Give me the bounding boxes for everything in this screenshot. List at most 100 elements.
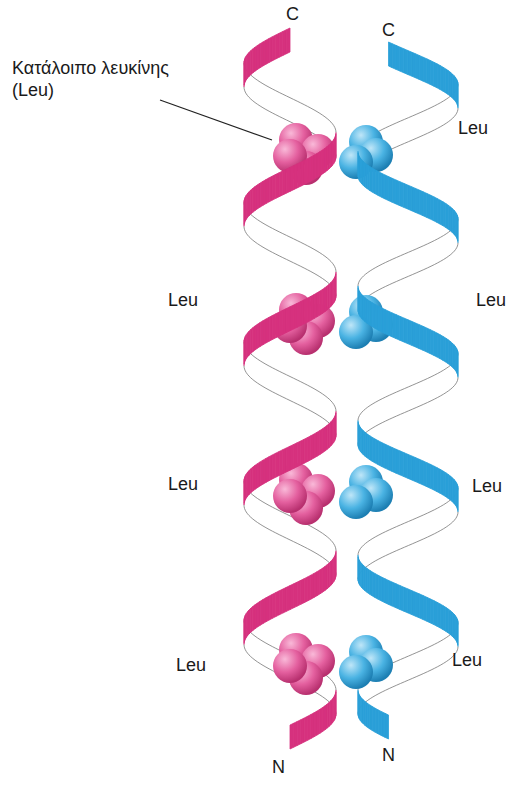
helix-edge [386, 530, 390, 556]
helix-ribbon [396, 315, 400, 341]
helix-ribbon [290, 98, 294, 124]
helix-edge [279, 511, 283, 537]
helix-edge [412, 249, 416, 275]
helix-ribbon [269, 594, 272, 620]
helix-edge [263, 502, 266, 528]
helix-ribbon [412, 321, 416, 347]
helix-ribbon [430, 330, 433, 356]
helix-ribbon [301, 439, 304, 465]
helix-ribbon [389, 528, 393, 554]
helix-ribbon [396, 449, 400, 475]
helix-ribbon [423, 461, 427, 487]
helix-edge [368, 271, 370, 297]
helix-ribbon [404, 656, 408, 682]
helix-edge [364, 543, 366, 569]
helix-edge [424, 109, 428, 135]
helix-edge [444, 638, 447, 664]
helix-ribbon [372, 437, 375, 463]
helix-edge [257, 359, 260, 385]
helix-ribbon [438, 372, 441, 398]
residue-label: Leu [168, 474, 198, 496]
helix-ribbon [427, 193, 431, 219]
helix-ribbon [311, 526, 314, 552]
helix-ribbon [375, 574, 378, 600]
helix-ribbon [389, 42, 393, 68]
helix-ribbon [441, 235, 444, 261]
helix-ribbon [430, 464, 433, 490]
helix-edge [416, 651, 420, 677]
helix-ribbon [294, 378, 298, 404]
helix-edge [286, 375, 290, 401]
helix-ribbon [400, 451, 404, 477]
helix-edge [255, 357, 257, 383]
helix-ribbon [314, 528, 317, 554]
helix-ribbon [434, 643, 437, 669]
helix-ribbon [441, 505, 444, 531]
helix-edge [376, 535, 379, 561]
helix-edge [438, 641, 441, 667]
helix-ribbon [294, 164, 298, 190]
helix-ribbon [311, 295, 314, 321]
helix-ribbon [263, 180, 266, 206]
helix-edge [434, 508, 437, 534]
helix-edge [314, 110, 317, 136]
helix-edge [317, 390, 320, 416]
helix-ribbon [385, 175, 389, 201]
helix-edge [311, 248, 314, 274]
helix-ribbon [404, 453, 408, 479]
helix-edge [249, 213, 251, 239]
helix-edge [401, 658, 405, 684]
helix-edge [311, 387, 314, 413]
helix-ribbon [373, 267, 376, 293]
helix-ribbon [389, 259, 393, 285]
helix-ribbon [427, 242, 431, 268]
helix-ribbon [276, 230, 279, 256]
helix-edge [441, 235, 444, 261]
helix-ribbon [438, 641, 441, 667]
helix-ribbon [427, 463, 431, 489]
helix-edge [301, 242, 304, 268]
helix-ribbon [420, 380, 424, 406]
helix-edge [283, 512, 287, 538]
helix-ribbon [308, 715, 311, 741]
helix-edge [446, 501, 448, 527]
helix-edge [294, 239, 298, 265]
helix-ribbon [389, 394, 393, 420]
helix-edge [446, 367, 448, 393]
helix-ribbon [393, 392, 397, 418]
helix-ribbon [423, 192, 427, 218]
helix-edge [317, 251, 320, 277]
helix-ribbon [304, 383, 307, 409]
helix-edge [279, 371, 283, 397]
helix-ribbon [308, 296, 311, 322]
helix-ribbon [283, 169, 287, 195]
helix-edge [366, 407, 368, 433]
helix-ribbon [419, 55, 423, 81]
helix-ribbon [301, 521, 304, 547]
helix-ribbon [294, 239, 298, 265]
helix-ribbon [311, 573, 314, 599]
helix-ribbon [358, 690, 359, 716]
helix-ribbon [408, 185, 412, 211]
helix-edge [441, 370, 444, 396]
helix-ribbon [290, 584, 294, 610]
helix-edge [420, 246, 424, 272]
helix-ribbon [412, 456, 416, 482]
helix-ribbon [286, 514, 290, 540]
helix-edge [382, 532, 385, 558]
helix-edge [276, 230, 279, 256]
helix-edge [327, 397, 329, 423]
helix-ribbon [441, 639, 444, 665]
helix-edge [368, 405, 370, 431]
helix-edge [401, 523, 405, 549]
helix-edge [257, 498, 260, 524]
helix-ribbon [294, 582, 298, 608]
helix-edge [449, 634, 451, 660]
helix-edge [253, 216, 255, 242]
helix-edge [317, 530, 320, 556]
helix-edge [325, 535, 327, 561]
helix-ribbon [438, 237, 441, 263]
terminus-label: C [286, 4, 299, 26]
helix-ribbon [408, 251, 412, 277]
helix-edge [260, 221, 263, 247]
